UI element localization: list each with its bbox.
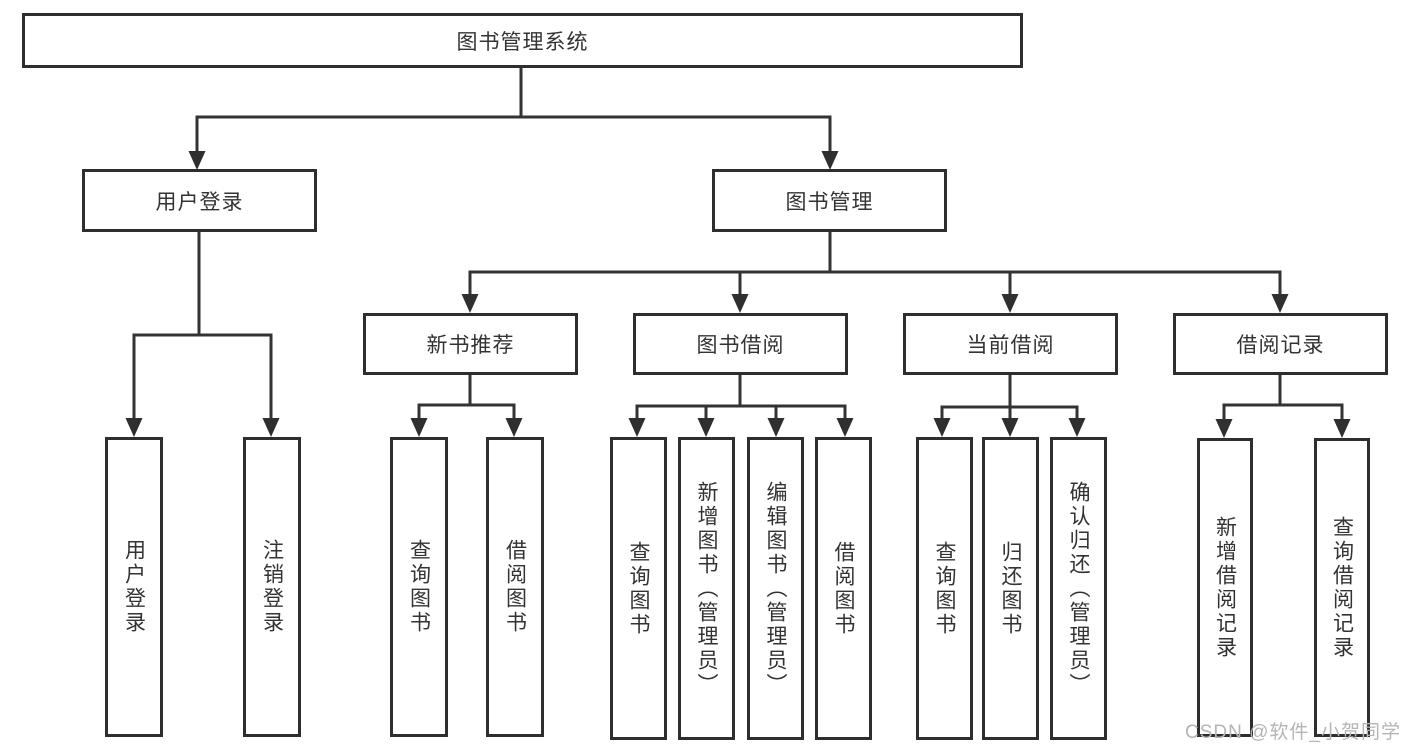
node-root: 图书管理系统 — [22, 13, 1023, 68]
arrowheads — [125, 151, 1351, 438]
node-root-label: 图书管理系统 — [456, 30, 589, 54]
node-user-login: 用户登录 — [82, 169, 317, 232]
leaf-borrow-add-books-admin: 新增图书（管理员） — [678, 437, 735, 740]
leaf-current-confirm-return-admin: 确认归还（管理员） — [1050, 437, 1107, 740]
node-book-management: 图书管理 — [712, 169, 947, 232]
node-new-book-recommend: 新书推荐 — [363, 313, 578, 375]
node-book-management-label: 图书管理 — [785, 190, 874, 214]
leaf-current-query-books: 查询图书 — [916, 437, 973, 740]
leaf-newbook-query-books: 查询图书 — [390, 437, 448, 737]
leaf-record-add-borrow-record: 新增借阅记录 — [1197, 438, 1253, 737]
watermark: CSDN @软件_小贺同学 — [1185, 722, 1401, 743]
leaf-current-return-books: 归还图书 — [982, 437, 1039, 740]
node-borrow-records: 借阅记录 — [1173, 313, 1388, 375]
node-book-borrow: 图书借阅 — [633, 313, 848, 375]
node-user-login-label: 用户登录 — [155, 190, 244, 214]
leaf-newbook-borrow-books: 借阅图书 — [486, 437, 544, 737]
leaf-logout: 注销登录 — [243, 437, 301, 737]
leaf-user-login: 用户登录 — [105, 437, 163, 737]
leaf-borrow-borrow-books: 借阅图书 — [815, 437, 872, 740]
node-current-borrow-label: 当前借阅 — [966, 334, 1055, 357]
node-book-borrow-label: 图书借阅 — [696, 334, 785, 357]
leaf-borrow-query-books: 查询图书 — [610, 437, 667, 740]
leaf-record-query-borrow-record: 查询借阅记录 — [1314, 438, 1370, 737]
leaf-borrow-edit-books-admin: 编辑图书（管理员） — [747, 437, 804, 740]
node-current-borrow: 当前借阅 — [903, 313, 1118, 375]
node-new-book-recommend-label: 新书推荐 — [426, 334, 515, 357]
node-borrow-records-label: 借阅记录 — [1236, 334, 1325, 357]
